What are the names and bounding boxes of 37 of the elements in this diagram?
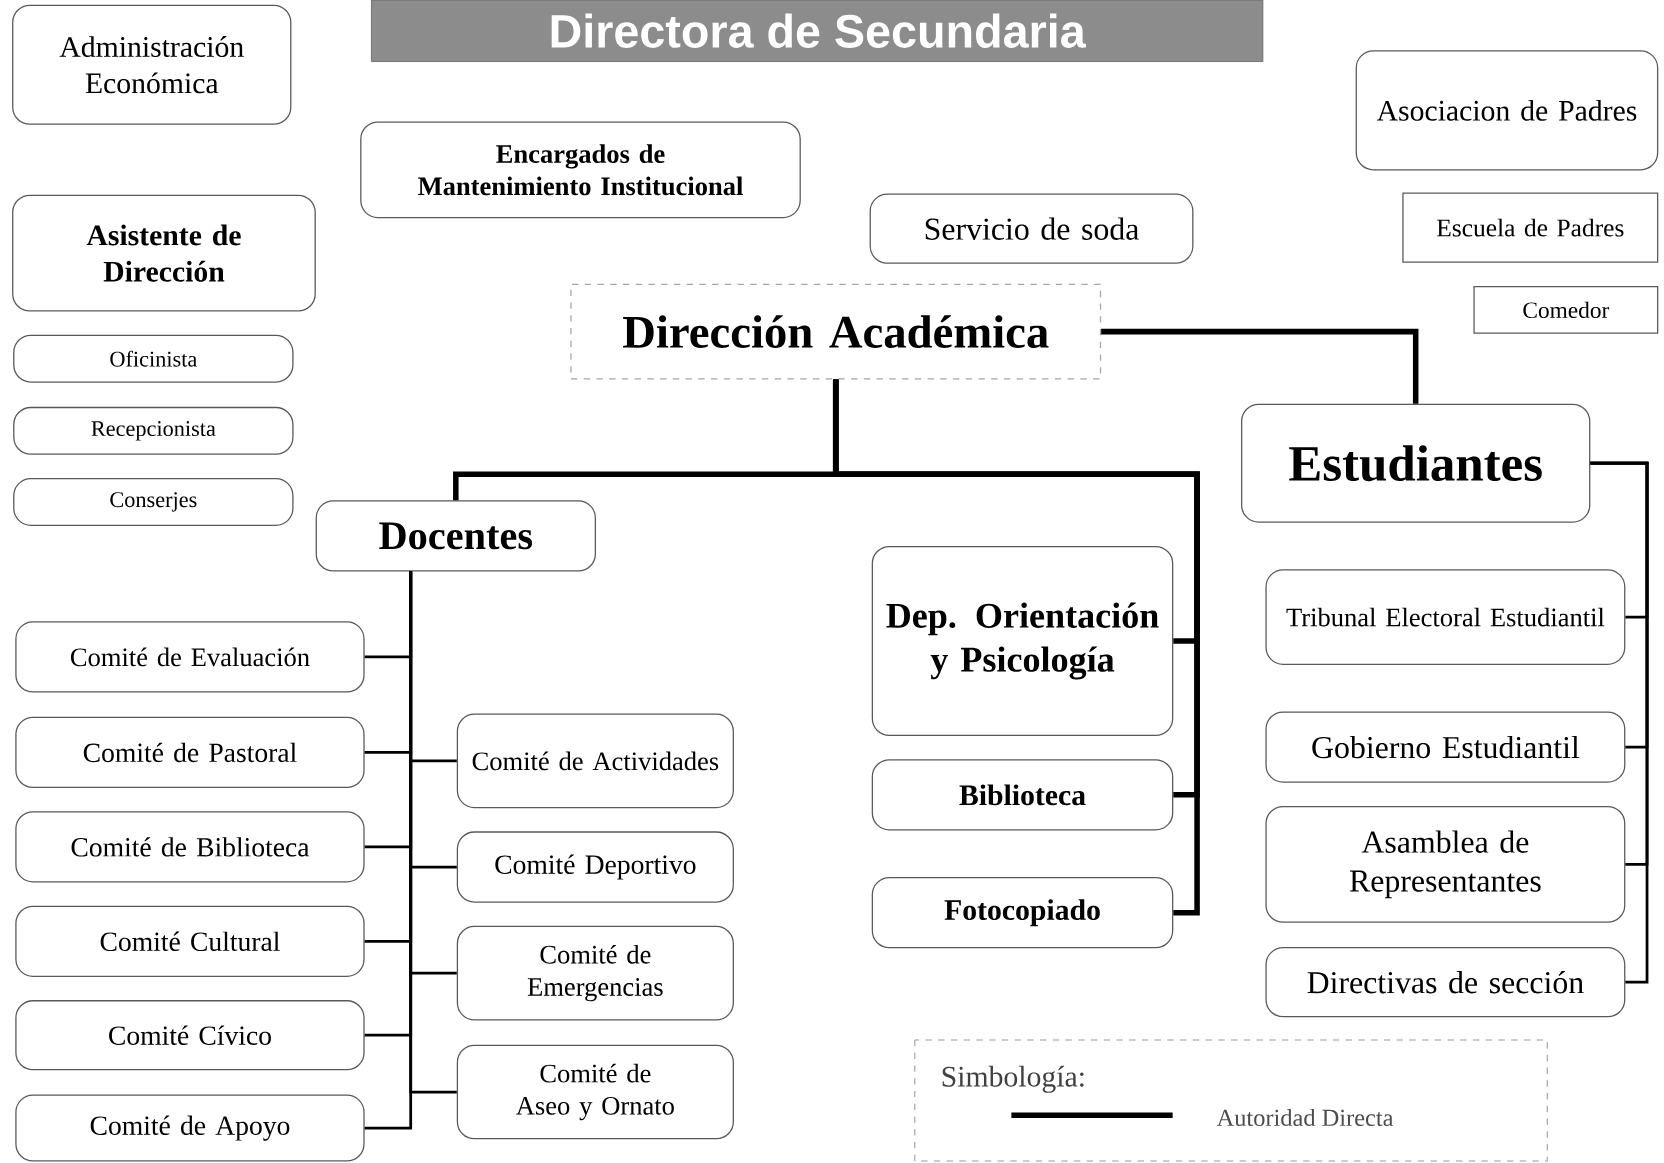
connector-line	[1101, 328, 1419, 404]
student-body-box: Asamblea de Representantes	[1265, 805, 1626, 923]
committee-box: Comité de Pastoral	[15, 716, 365, 789]
unit-box: Encargados de Mantenimiento Institucional	[360, 121, 801, 219]
connector-line	[409, 571, 457, 1094]
committee-box: Comité de Evaluación	[15, 621, 365, 693]
connector-line	[1590, 461, 1649, 984]
unit-box: Servicio de soda	[869, 193, 1194, 264]
legend-heading: Simbología:	[942, 1065, 1084, 1093]
committee-box: Comité de Actividades	[456, 713, 734, 809]
title-banner: Directora de Secundaria	[371, 0, 1264, 62]
group-box: Docentes	[315, 500, 596, 572]
committee-box: Comité de Apoyo	[15, 1094, 365, 1162]
legend-text: Autoridad Directa	[1216, 1108, 1394, 1126]
committee-box: Comité de Biblioteca	[15, 811, 365, 883]
unit-box: Asociacion de Padres	[1355, 50, 1659, 171]
unit-box: Asistente de Dirección	[12, 194, 316, 312]
department-box: Biblioteca	[871, 759, 1174, 831]
student-body-box: Directivas de sección	[1265, 947, 1626, 1018]
head-box: Dirección Académica	[570, 283, 1102, 380]
unit-box: Comedor	[1473, 285, 1659, 334]
group-box: Estudiantes	[1241, 403, 1591, 523]
committee-box: Comité de Aseo y Ornato	[456, 1044, 734, 1140]
unit-box: Administración Económica	[12, 4, 292, 125]
staff-box: Oficinista	[13, 334, 294, 383]
connector-line	[832, 379, 1200, 916]
committee-box: Comité Cívico	[15, 1000, 365, 1071]
staff-box: Recepcionista	[13, 406, 294, 455]
department-box: Fotocopiado	[871, 876, 1174, 949]
unit-box: Escuela de Padres	[1402, 192, 1659, 263]
student-body-box: Tribunal Electoral Estudiantil	[1265, 569, 1626, 665]
committee-box: Comité Cultural	[15, 905, 365, 977]
committee-box: Comité de Emergencias	[456, 925, 734, 1021]
committee-box: Comité Deportivo	[456, 831, 734, 903]
department-box: Dep. Orientación y Psicología	[871, 545, 1174, 736]
student-body-box: Gobierno Estudiantil	[1265, 711, 1626, 783]
staff-box: Conserjes	[13, 477, 294, 526]
